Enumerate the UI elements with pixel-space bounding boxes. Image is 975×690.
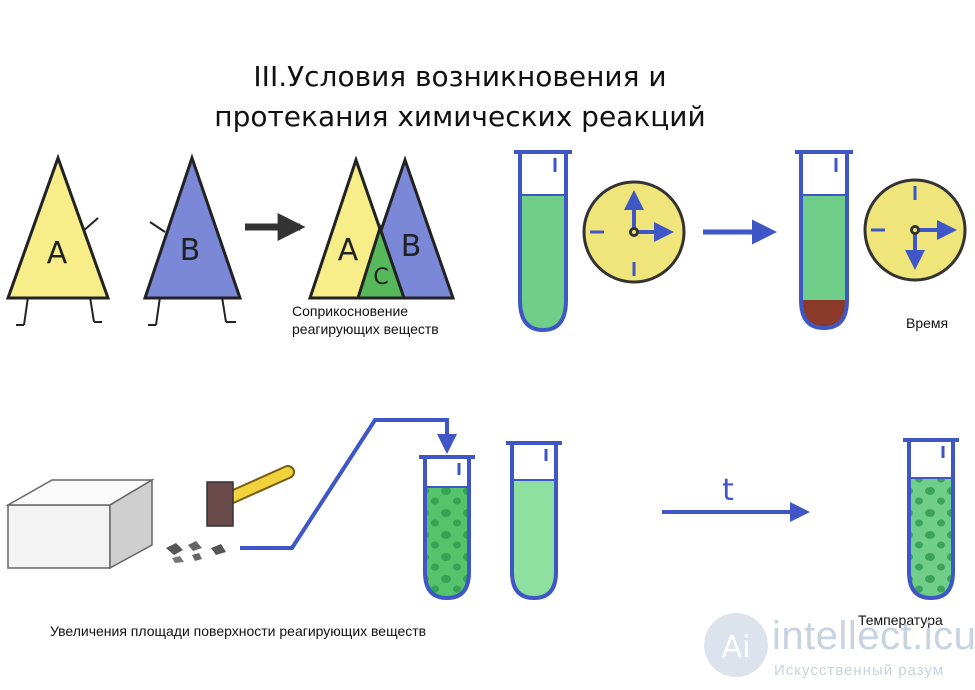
temperature-arrow: t (662, 473, 810, 522)
temperature-label: Температура (858, 612, 943, 628)
test-tube-heated (903, 438, 959, 601)
temperature-arrow-letter: t (722, 473, 734, 508)
watermark-logo-icon: Ai (704, 613, 768, 677)
solid-block (5, 478, 155, 570)
watermark: intellect.icu Искусственный разум (700, 610, 975, 682)
page-title-line1: III.Условия возникновения и (253, 60, 667, 93)
test-tube-before (514, 150, 572, 333)
triangle-a-letter: A (47, 236, 68, 271)
surface-label: Увеличения площади поверхности реагирующ… (50, 623, 427, 639)
contact-label-line1: Соприкосновение (292, 303, 409, 319)
watermark-main: intellect.icu (772, 614, 975, 658)
triangle-b-letter: B (180, 233, 201, 268)
watermark-sub: Искусственный разум (774, 662, 945, 679)
time-label: Время (906, 315, 949, 331)
watermark-logo-letter: Ai (722, 630, 751, 665)
test-tube-plain (506, 441, 562, 601)
hammer (206, 465, 295, 527)
clock-before (582, 180, 686, 284)
product-letter: C (373, 265, 388, 290)
test-tube-bubbles (419, 455, 475, 601)
test-tube-after (795, 150, 853, 331)
contact-label-line2: реагирующих веществ (292, 321, 439, 337)
page-title-line2: протекания химических реакций (214, 100, 706, 133)
triangle-a: A (5, 153, 111, 326)
merged-a-letter: A (338, 233, 359, 268)
crushed-pieces (166, 541, 226, 563)
contact-label: Соприкосновение реагирующих веществ (292, 302, 439, 338)
surface-arrow (240, 418, 457, 550)
merged-b-letter: B (401, 229, 422, 264)
clock-after (863, 178, 967, 282)
triangle-b: B (142, 153, 243, 326)
merged-triangles: A C B (307, 155, 456, 300)
